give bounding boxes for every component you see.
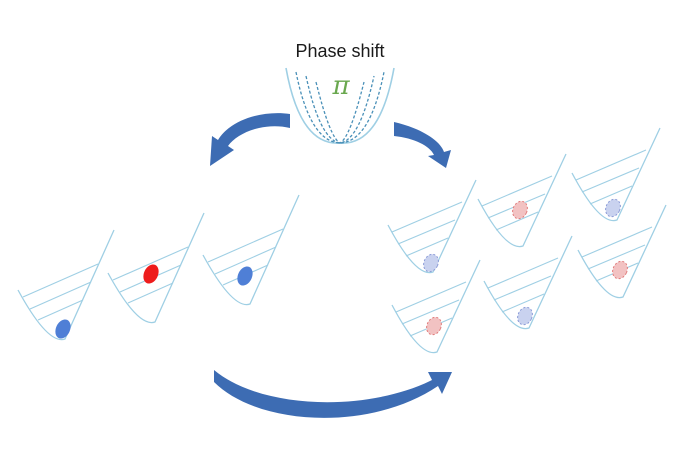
arrow-top-left	[210, 113, 290, 166]
potential-well	[391, 259, 481, 354]
particle-blue-faded	[423, 253, 439, 273]
particle-blue-faded	[605, 198, 621, 218]
potential-well	[577, 204, 667, 299]
particle-blue	[237, 266, 253, 286]
phase-shift-title: Phase shift	[295, 41, 384, 61]
particle-red-faded	[426, 316, 442, 336]
particle-blue-faded	[517, 306, 533, 326]
potential-well	[107, 212, 205, 324]
potential-well	[571, 127, 661, 222]
arrow-bottom	[214, 370, 452, 418]
potential-well	[387, 179, 477, 274]
center-parabola	[285, 67, 395, 144]
particle-blue	[55, 319, 71, 339]
particle-red-faded	[612, 260, 628, 280]
potential-well	[477, 153, 567, 248]
particle-red-faded	[512, 200, 528, 220]
potential-well	[483, 235, 573, 330]
pi-symbol: π	[331, 71, 350, 101]
left-well-group	[17, 194, 300, 341]
potential-well	[17, 229, 115, 341]
particle-red	[143, 264, 159, 284]
arrow-top-right	[394, 122, 451, 168]
potential-well	[202, 194, 300, 306]
right-well-group	[387, 127, 667, 354]
